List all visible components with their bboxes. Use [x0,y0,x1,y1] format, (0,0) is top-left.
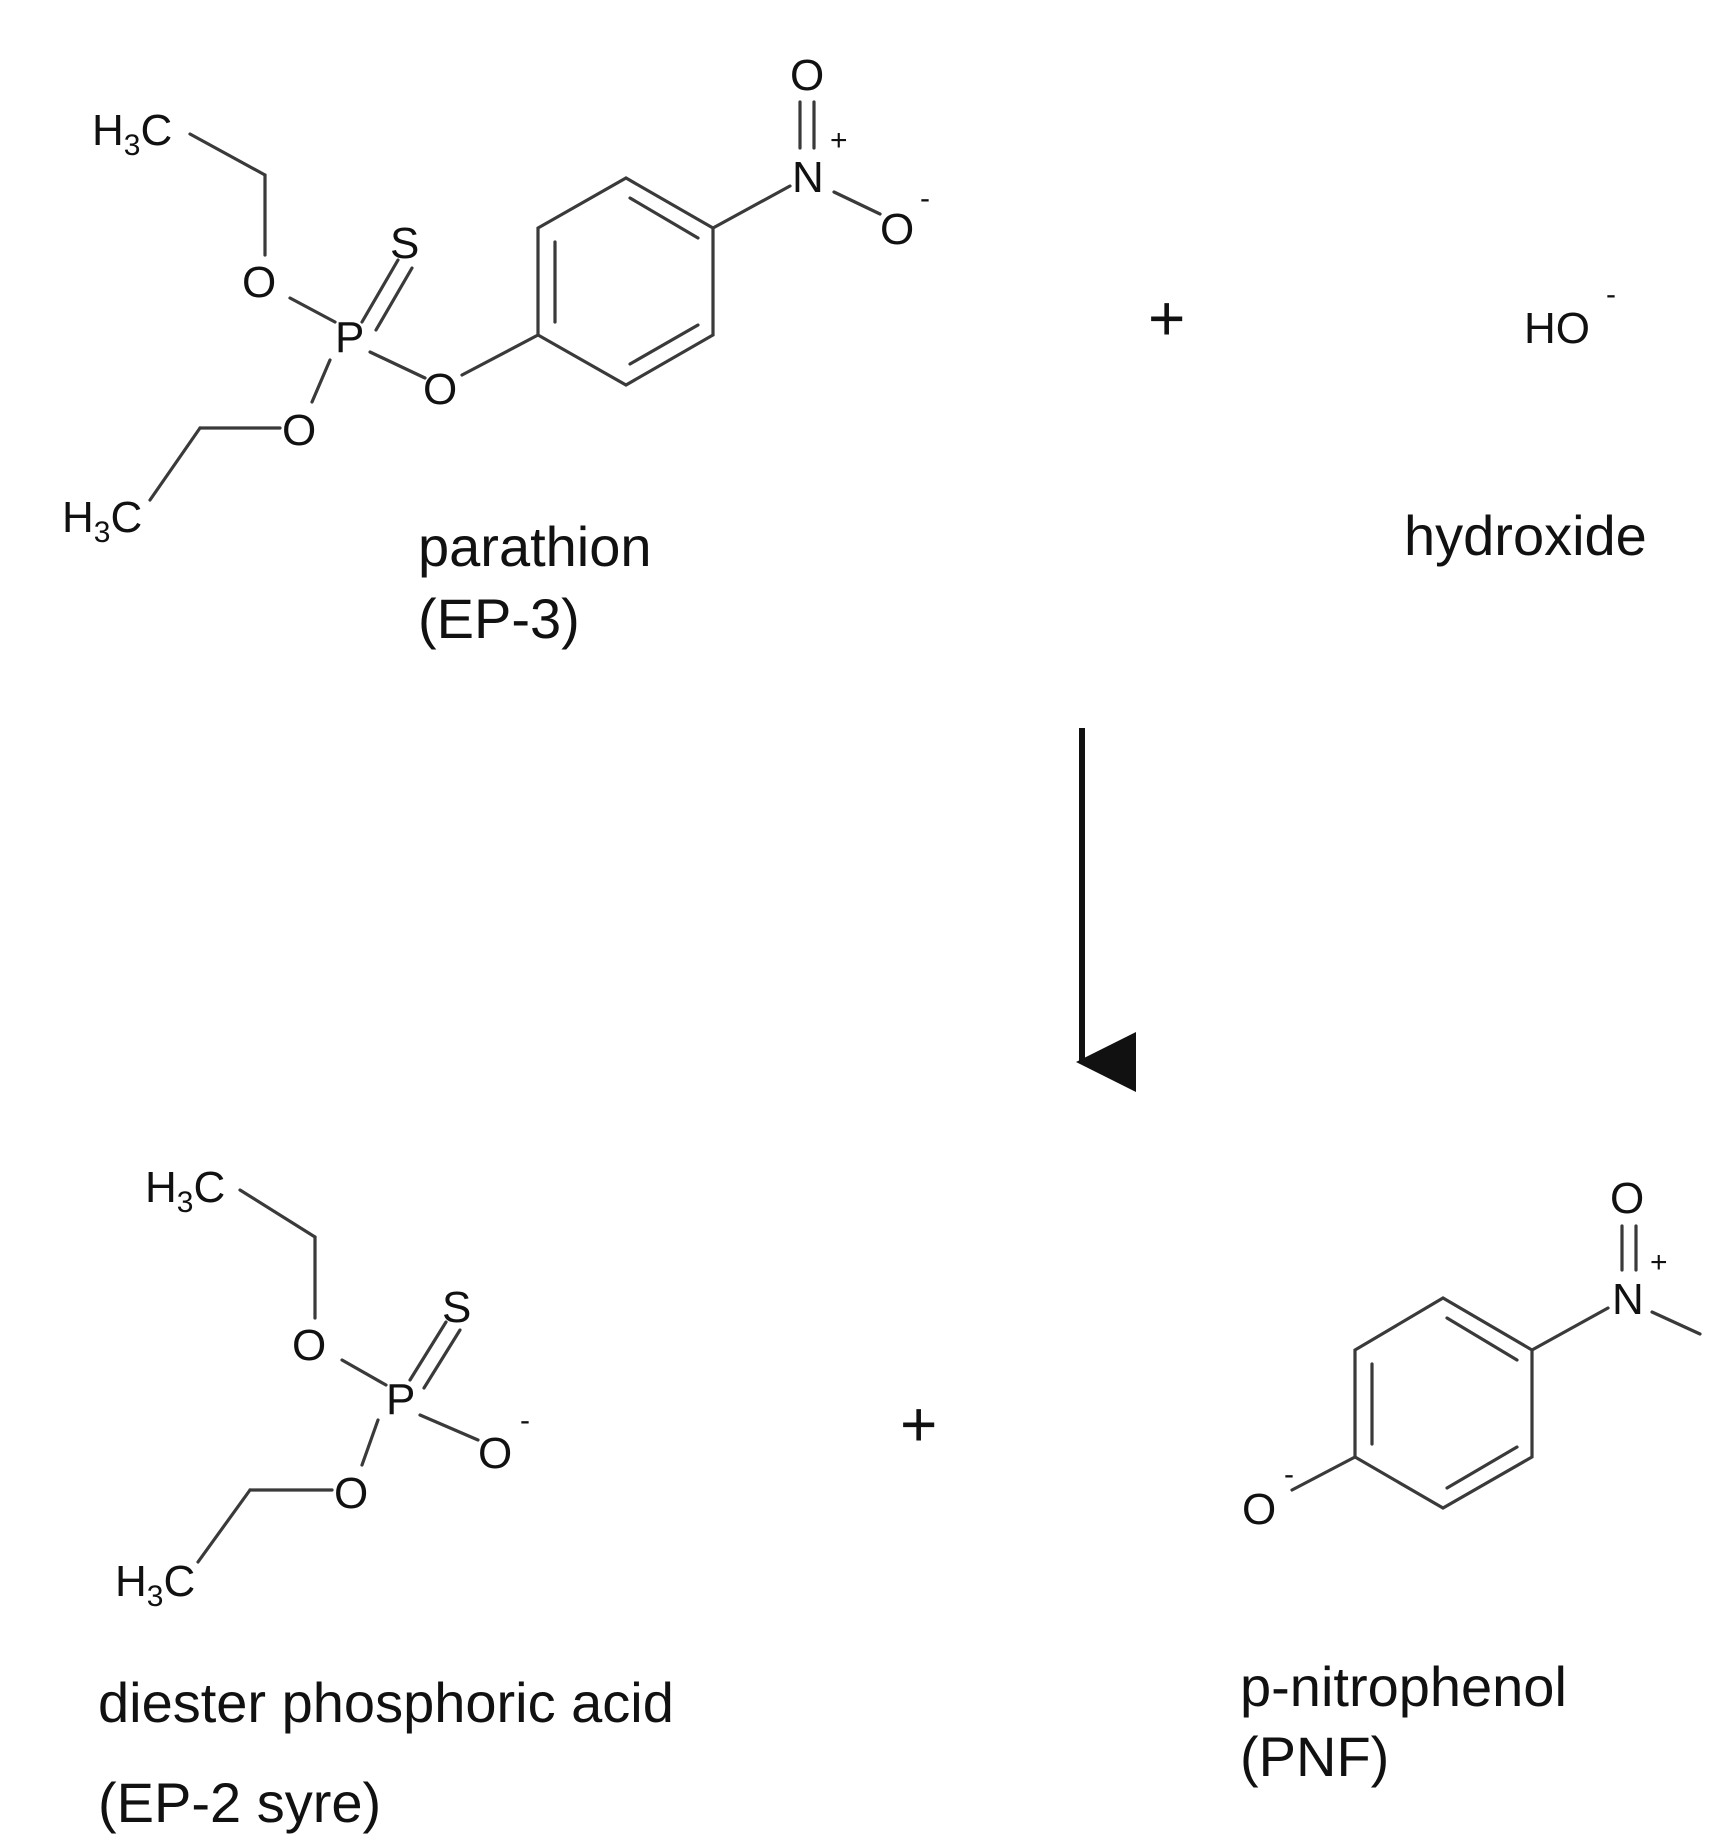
product-plus-sign: + [900,1388,937,1460]
atom-oxygen: O [242,258,276,307]
benzene-ring [536,176,715,387]
parathion-structure: H3C O S P O O H3C O N + O - [62,51,930,549]
bond [148,426,202,502]
bond [1650,1310,1702,1336]
diester-structure: H3C O S P O - O H3C [115,1163,530,1613]
bond [628,196,700,240]
atom-nitrogen: N [1612,1275,1644,1324]
parathion-code: (EP-3) [418,587,580,650]
atom-sulfur: S [390,219,419,268]
atom-phosphorus: P [335,313,364,362]
bond [832,190,882,216]
bond [628,323,700,366]
bond [460,333,540,377]
atom-sulfur: S [442,1283,471,1332]
methyl-group: H3C [92,106,172,162]
negative-charge: - [920,182,930,215]
bond [1445,1445,1519,1490]
hydroxide-formula: HO [1524,304,1590,353]
bond [360,258,400,324]
bond [422,1328,462,1390]
bond [310,358,332,404]
methyl-group: H3C [115,1557,195,1613]
reactant-plus-sign: + [1148,282,1185,354]
bond [340,1358,388,1387]
hydroxide-name: hydroxide [1404,504,1647,567]
nitrophenol-name: p-nitrophenol [1240,1655,1567,1718]
bond [288,296,337,324]
atom-oxygen: O [334,1469,368,1518]
atom-phosphorus: P [386,1375,415,1424]
bond [1290,1455,1357,1492]
atom-oxygen: O [880,205,914,254]
negative-charge: - [1606,278,1616,311]
bond [1530,1306,1610,1352]
atom-nitrogen: N [792,153,824,202]
bond [368,350,427,380]
bond [374,266,414,332]
negative-charge: - [520,1404,530,1437]
bond [238,1188,317,1239]
atom-oxygen: O [423,365,457,414]
parathion-name: parathion [418,515,652,578]
nitrophenol-code: (PNF) [1240,1725,1389,1788]
bond [196,1488,252,1564]
bond [360,1418,380,1467]
bond [408,1320,448,1382]
methyl-group: H3C [62,493,142,549]
atom-oxygen: O [282,406,316,455]
bond [711,184,792,230]
atom-oxygen: O [292,1321,326,1370]
atom-oxygen: O [1242,1485,1276,1534]
diester-name: diester phosphoric acid [98,1671,674,1734]
methyl-group: H3C [145,1163,225,1219]
benzene-ring [1353,1296,1534,1510]
positive-charge: + [830,124,848,157]
nitrophenol-structure: O N + O - [1242,1174,1702,1534]
negative-charge: - [1284,1458,1294,1491]
atom-oxygen: O [478,1429,512,1478]
bond [418,1413,480,1442]
positive-charge: + [1650,1246,1668,1279]
atom-oxygen: O [790,51,824,100]
bond [1445,1316,1519,1362]
bond [188,132,267,177]
diester-code: (EP-2 syre) [98,1771,381,1834]
atom-oxygen: O [1610,1174,1644,1223]
